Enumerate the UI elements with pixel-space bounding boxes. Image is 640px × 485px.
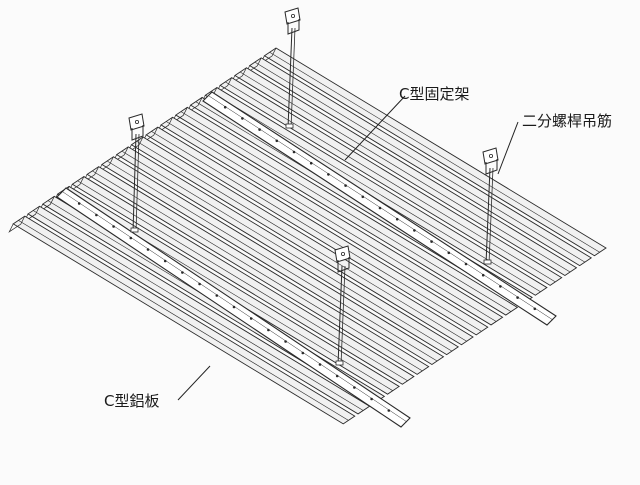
- carrier-slot: [267, 328, 270, 332]
- carrier-slot: [499, 285, 502, 288]
- c-carriers: [56, 91, 557, 428]
- ceiling-strip: [200, 87, 548, 296]
- carrier-slot: [198, 282, 201, 286]
- carrier-slot: [275, 139, 279, 143]
- carrier-slot: [430, 240, 433, 243]
- threaded-rod-hangers: [128, 7, 499, 366]
- carrier-slot: [241, 117, 244, 120]
- ceiling-strip: [170, 106, 519, 316]
- ceiling-strip: [8, 215, 356, 425]
- leader-threaded-rod: [497, 121, 519, 175]
- ceiling-strip: [82, 166, 430, 375]
- carrier-slot: [378, 206, 382, 210]
- leader-c-aluminum-panel: [177, 365, 211, 401]
- carrier-slot: [413, 229, 416, 232]
- carrier-slot: [284, 340, 287, 343]
- label-c-clip-frame: C型固定架: [399, 85, 469, 103]
- leader-c-clip-frame: [344, 95, 406, 161]
- carrier-slot: [344, 184, 347, 187]
- carrier-slot: [223, 105, 227, 109]
- carrier-slot: [146, 248, 150, 251]
- carrier-slot: [77, 202, 81, 205]
- carrier-slot: [387, 409, 391, 412]
- ceiling-strip: [67, 176, 415, 385]
- c-carrier: [202, 91, 557, 326]
- carrier-slot: [129, 236, 133, 240]
- carrier-slot: [292, 150, 296, 154]
- threaded-rod-hanger: [128, 113, 145, 233]
- carrier-slot: [447, 251, 451, 255]
- c-carrier: [56, 187, 411, 428]
- carrier-slot: [163, 259, 167, 263]
- carrier-slot: [318, 363, 322, 366]
- carrier-slot: [481, 273, 485, 277]
- carrier-slot: [181, 271, 184, 274]
- carrier-slot: [516, 296, 519, 299]
- ceiling-strips: [8, 47, 607, 425]
- label-threaded-rod: 二分螺桿吊筋: [522, 112, 612, 130]
- carrier-slot: [533, 307, 537, 311]
- carrier-slot: [395, 217, 399, 221]
- threaded-rod-hanger: [334, 245, 351, 366]
- carrier-slot: [301, 351, 305, 355]
- carrier-slot: [327, 173, 330, 176]
- label-c-aluminum-panel: C型鋁板: [104, 392, 159, 410]
- threaded-rod-hanger: [284, 7, 301, 129]
- ceiling-strip: [244, 57, 593, 267]
- carrier-slot: [112, 225, 115, 228]
- ceiling-strip: [259, 47, 607, 257]
- ceiling-strip: [97, 156, 445, 366]
- carrier-slot: [309, 161, 313, 165]
- ceiling-strip: [23, 205, 371, 415]
- ceiling-strip: [156, 116, 504, 326]
- carrier-slot: [353, 386, 356, 389]
- threaded-rod-hanger: [482, 147, 499, 265]
- carrier-slot: [464, 262, 468, 266]
- carrier-slot: [258, 128, 261, 131]
- ceiling-strip: [141, 126, 489, 336]
- carrier-slot: [249, 317, 253, 320]
- ceiling-strip: [111, 146, 460, 356]
- carrier-slot: [232, 305, 236, 309]
- ceiling-strip: [215, 77, 563, 286]
- carrier-slot: [95, 213, 98, 217]
- carrier-slot: [215, 294, 219, 297]
- carrier-slot: [335, 374, 339, 378]
- carrier-slot: [361, 195, 365, 199]
- callouts: C型固定架 二分螺桿吊筋 C型鋁板: [104, 85, 612, 410]
- carrier-slot: [370, 397, 373, 401]
